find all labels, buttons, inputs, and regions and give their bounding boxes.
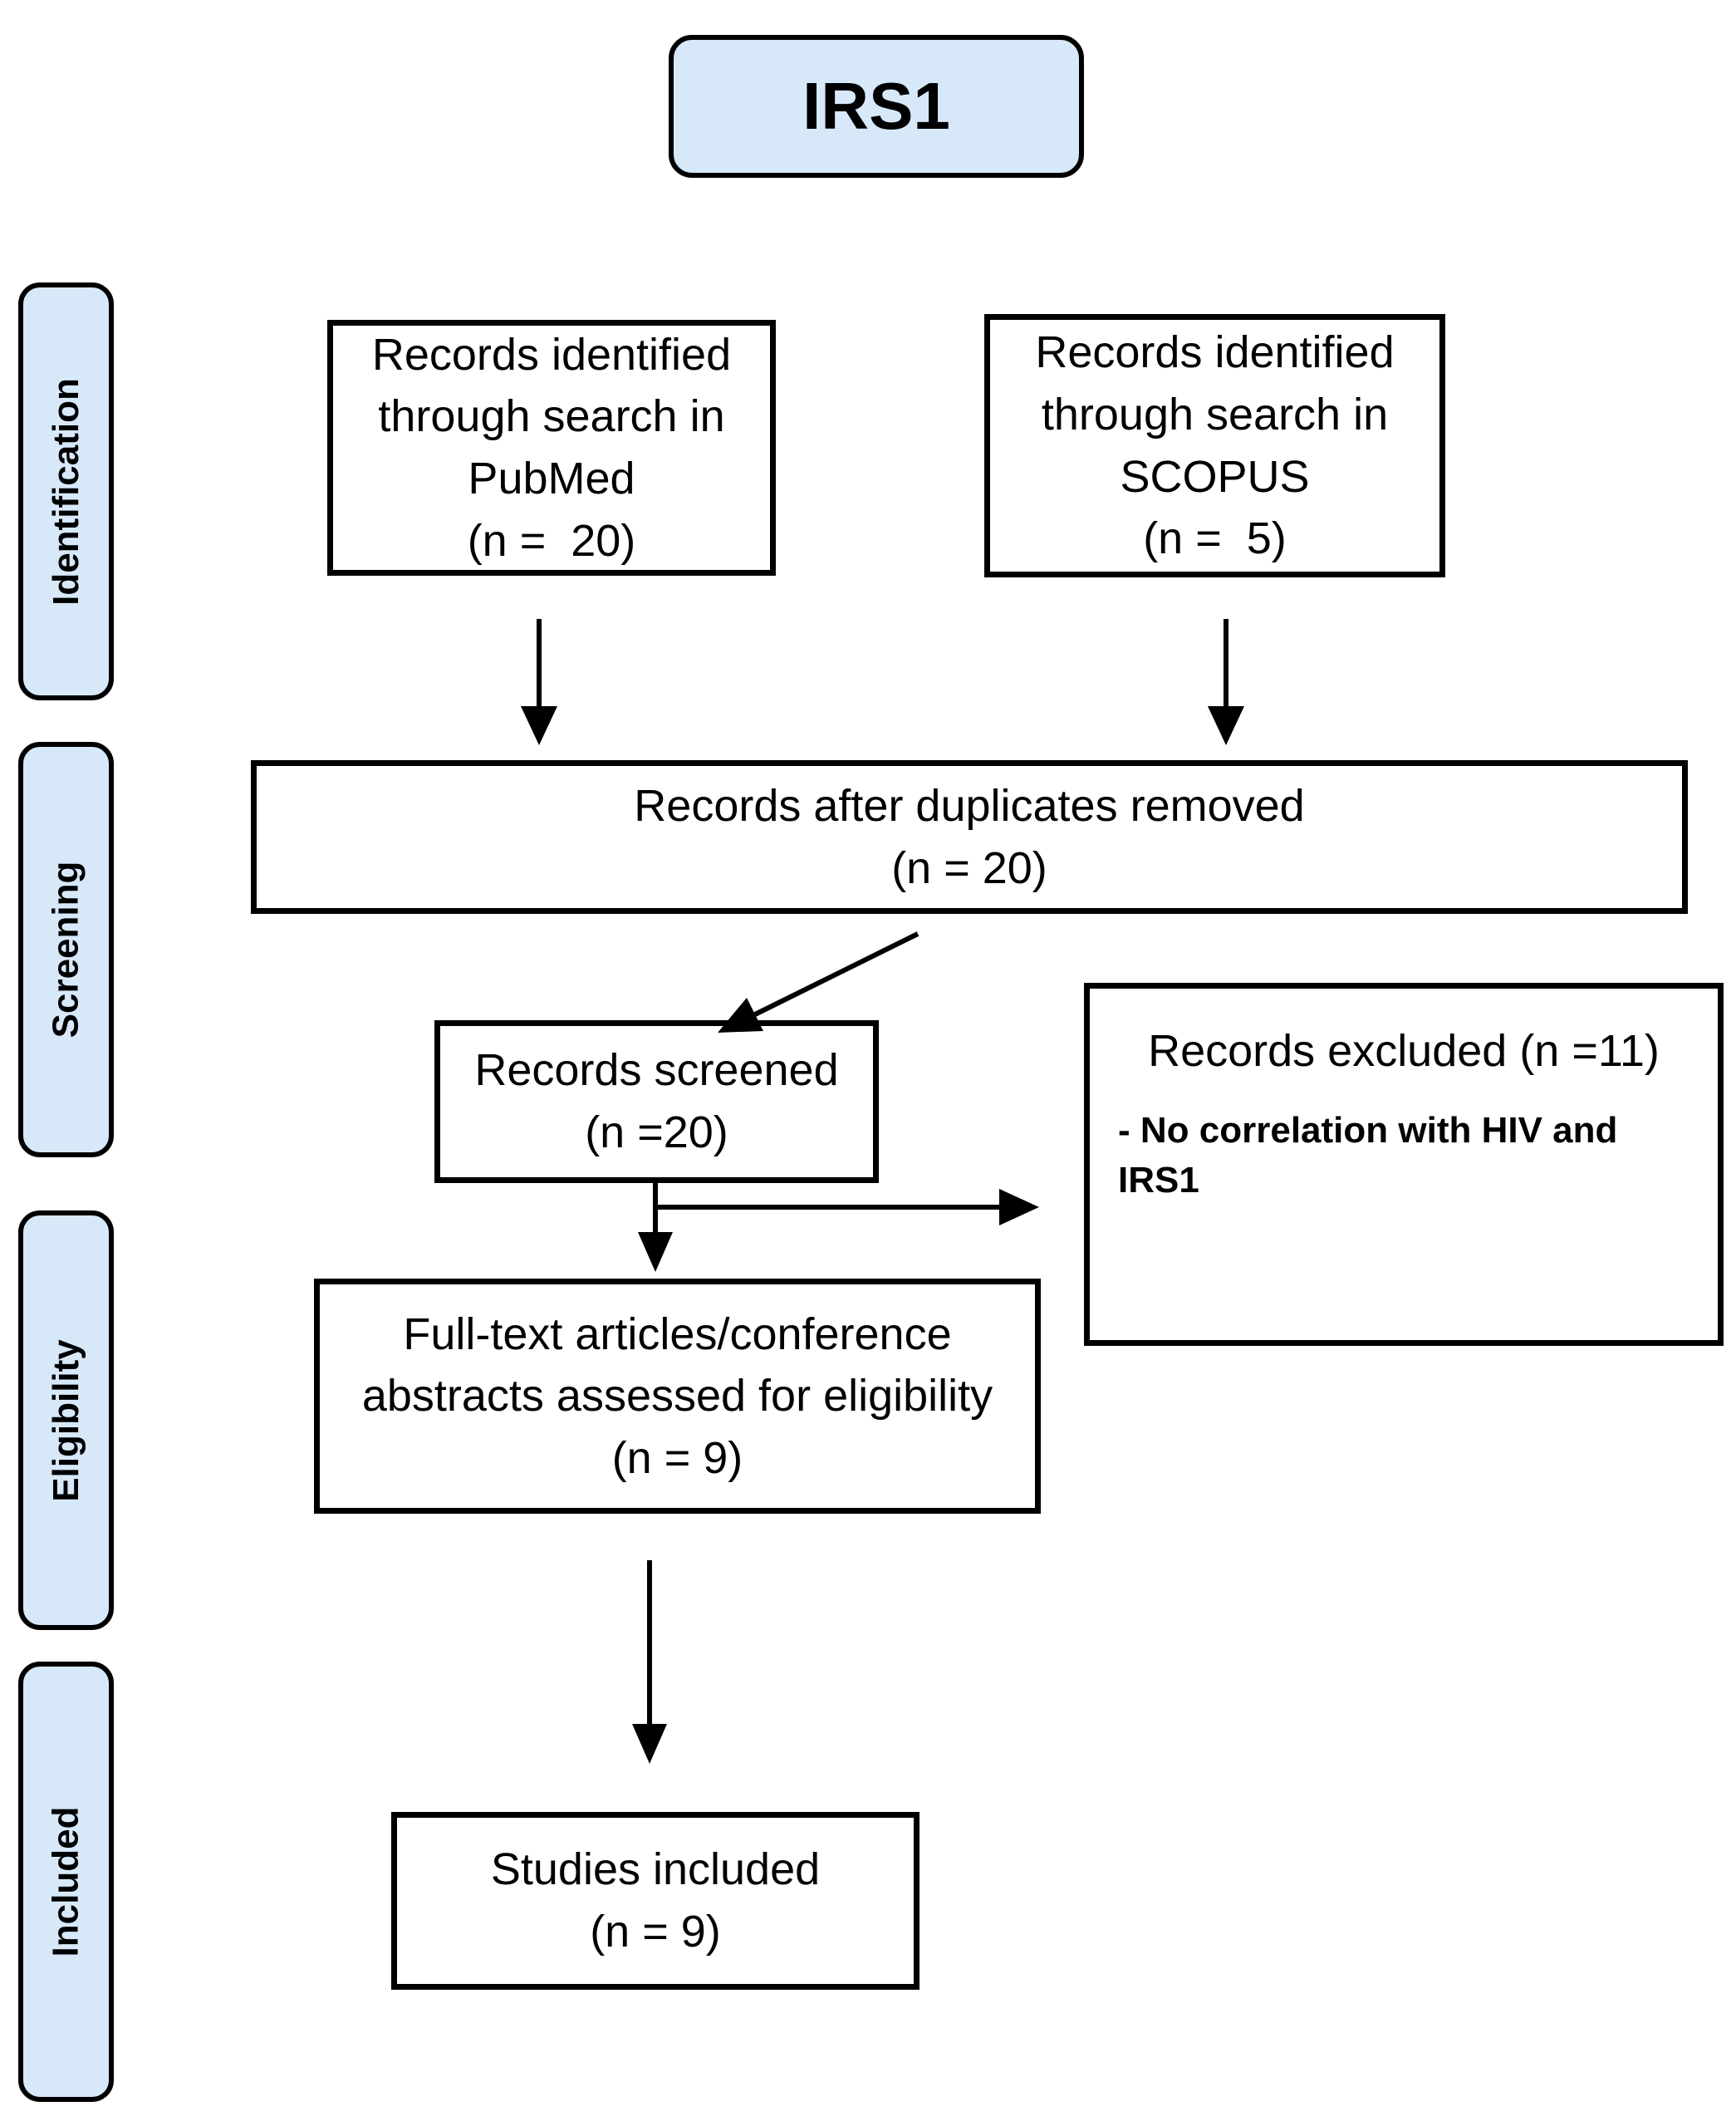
stage-label: Screening [45, 861, 86, 1038]
stage-included: Included [18, 1662, 114, 2102]
text-line: (n = 20) [891, 842, 1047, 893]
arrow-scopus-to-duplicates [1208, 619, 1244, 745]
box-studies-included: Studies included (n = 9) [391, 1812, 919, 1990]
text-line: (n =20) [585, 1107, 728, 1157]
text-line: Studies included [490, 1844, 821, 1895]
box-records-screened: Records screened (n =20) [434, 1020, 879, 1183]
excluded-title: Records excluded (n =11) [1148, 1026, 1660, 1076]
text-line: (n = 5) [1143, 513, 1287, 564]
text-line: abstracts assessed for eligibility [361, 1371, 993, 1421]
arrow-pubmed-to-duplicates [521, 619, 557, 745]
text-line: PubMed [468, 454, 635, 503]
stage-eligibility: Eligibility [18, 1210, 114, 1630]
text-line: through search in [1041, 389, 1389, 439]
box-records-after-duplicates-removed: Records after duplicates removed (n = 20… [251, 760, 1688, 914]
stage-label: Identification [45, 377, 86, 606]
arrow-duplicates-to-screened [718, 931, 919, 1033]
text-line: Records identified [1035, 327, 1395, 378]
text-line: Records identified [371, 329, 732, 380]
excluded-reason: - No correlation with HIV and IRS1 [1118, 1109, 1618, 1201]
text-line: Records screened [474, 1045, 839, 1096]
box-fulltext-assessed: Full-text articles/conference abstracts … [314, 1279, 1041, 1514]
stage-label: Eligibility [45, 1338, 86, 1502]
box-records-identified-pubmed: Records identified through search in Pub… [327, 320, 776, 576]
text-line: Full-text articles/conference [403, 1308, 952, 1359]
text-line: (n = 9) [590, 1907, 721, 1957]
box-records-identified-scopus: Records identified through search in SCO… [984, 314, 1445, 577]
stage-identification: Identification [18, 282, 114, 700]
arrow-screened-to-excluded [655, 1189, 1039, 1225]
text-line: SCOPUS [1120, 451, 1310, 502]
stage-screening: Screening [18, 742, 114, 1157]
diagram-title-box: IRS1 [669, 35, 1084, 178]
stage-label: Included [45, 1806, 86, 1957]
text-line: (n = 9) [611, 1432, 743, 1483]
box-records-excluded: Records excluded (n =11) - No correlatio… [1084, 983, 1724, 1346]
diagram-title: IRS1 [802, 69, 950, 143]
text-line: (n = 20) [467, 515, 636, 566]
arrow-fulltext-to-studies [632, 1560, 667, 1764]
text-line: Records after duplicates removed [634, 780, 1305, 831]
arrow-screened-to-fulltext [638, 1183, 673, 1272]
text-line: through search in [378, 391, 725, 442]
